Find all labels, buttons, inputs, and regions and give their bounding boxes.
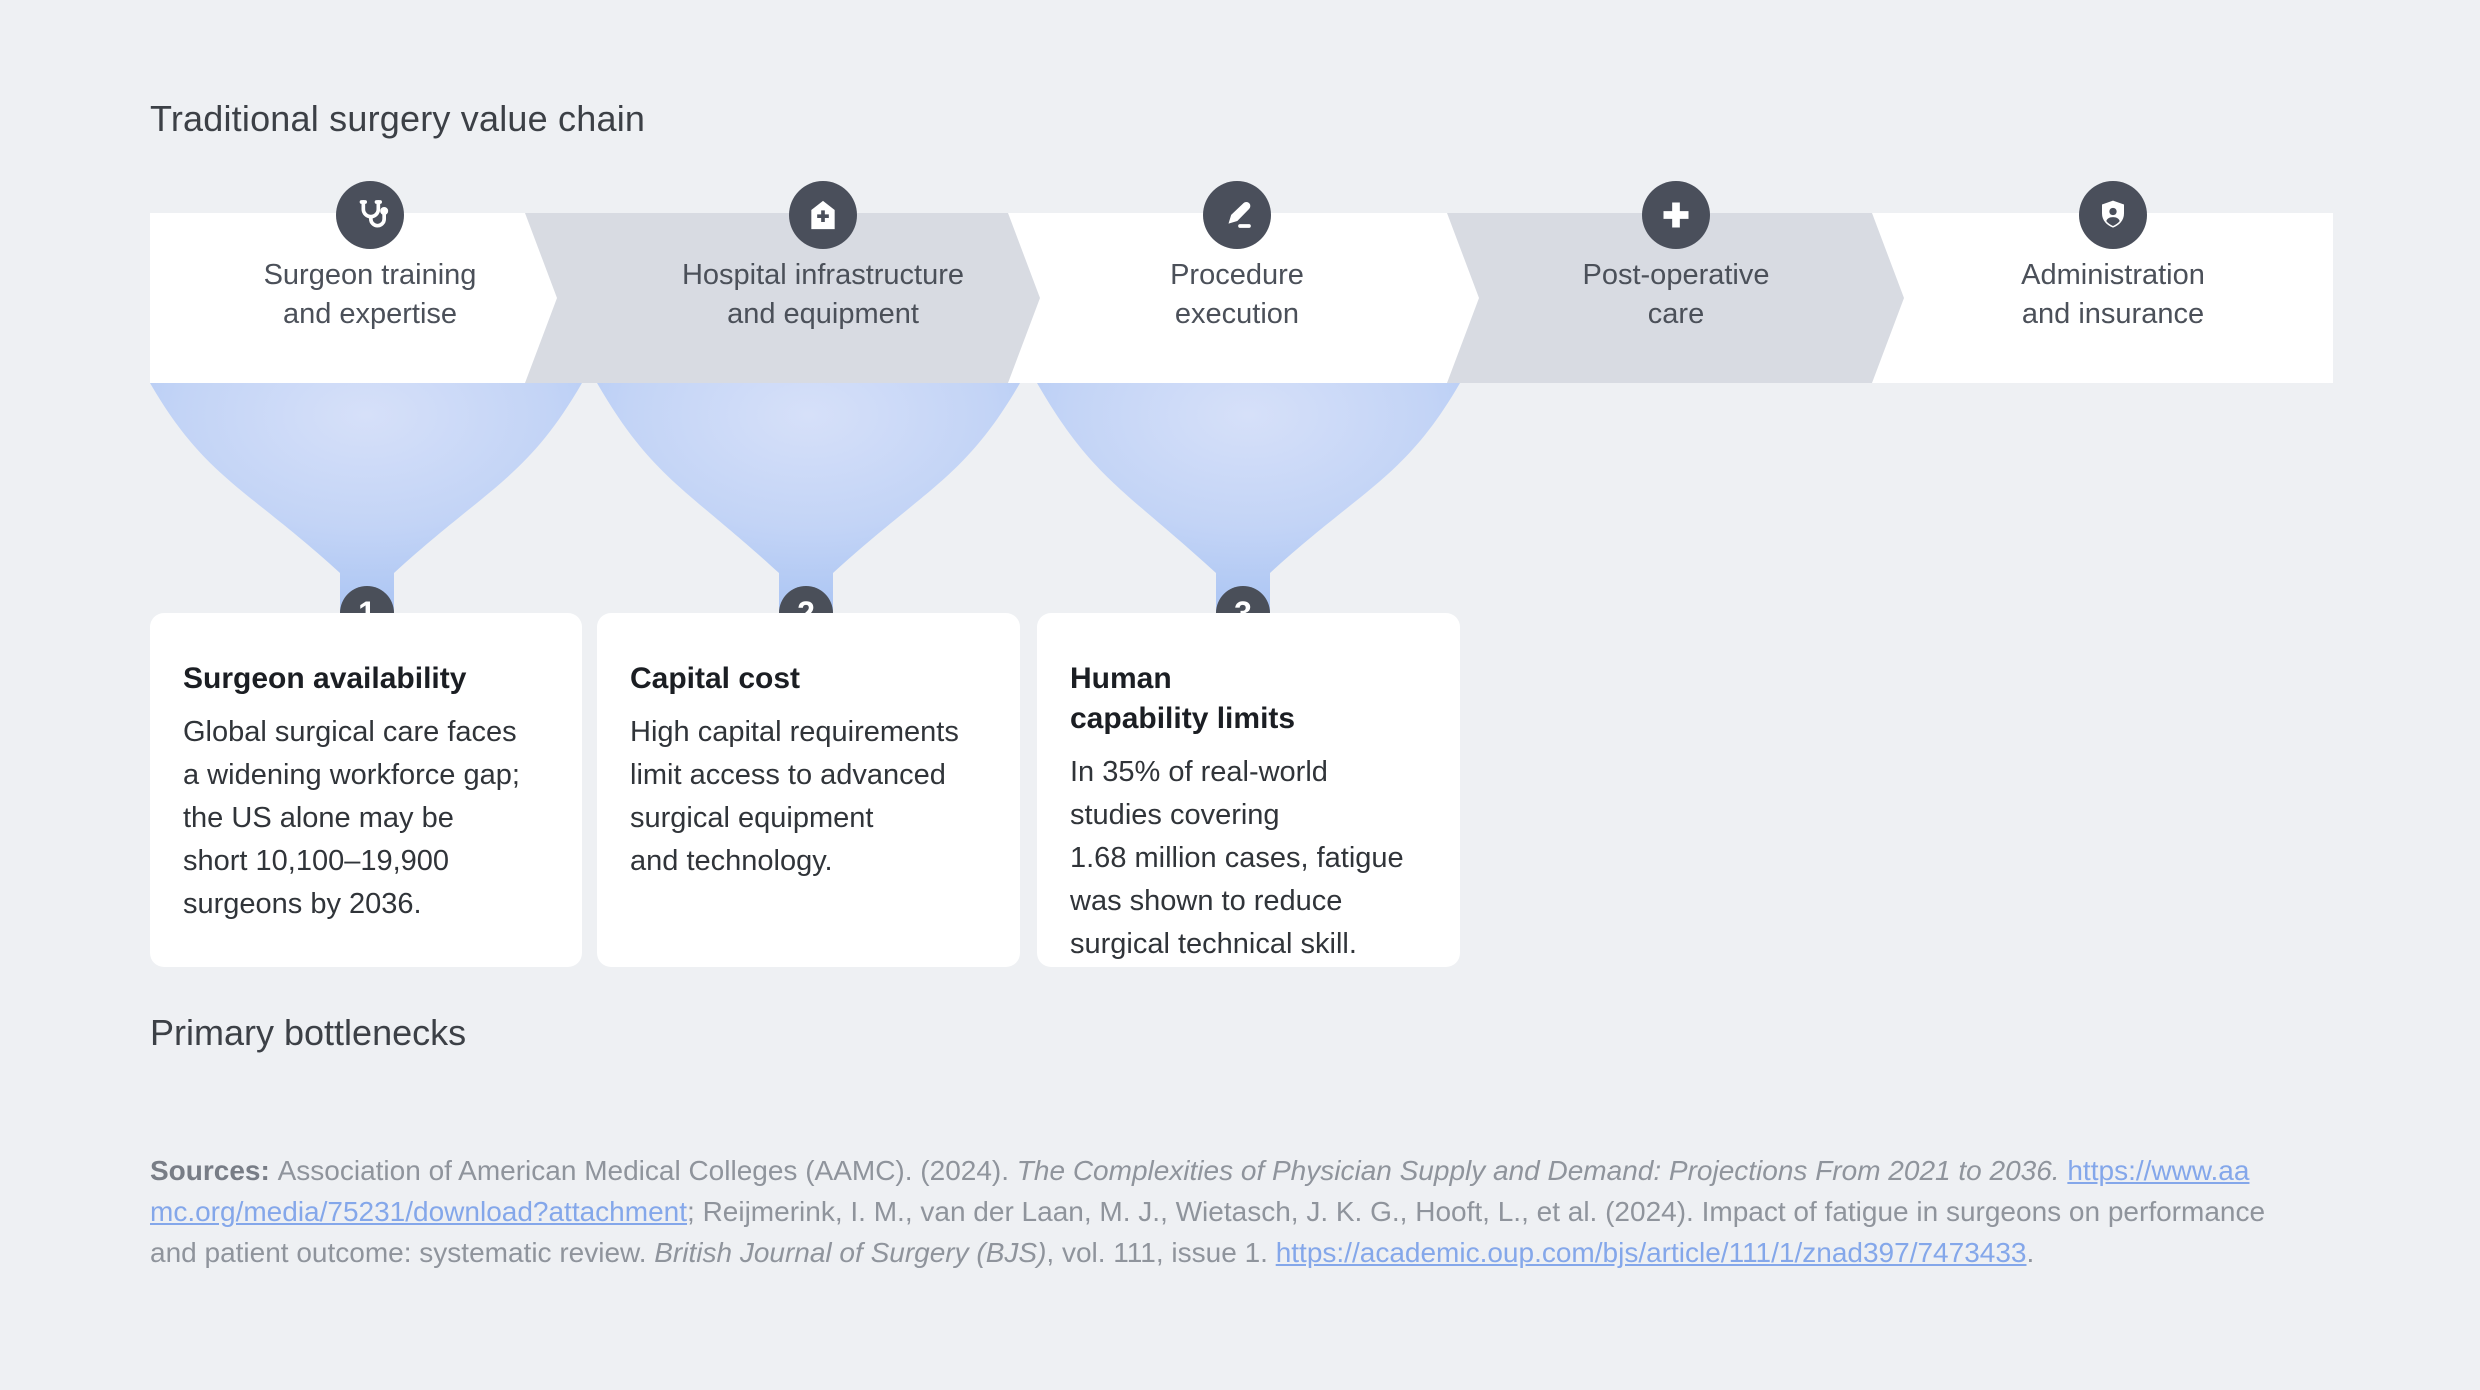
stethoscope-icon xyxy=(336,181,404,249)
stage-label-procedure-execution: Procedure execution xyxy=(1170,259,1304,330)
sources-label: Sources: xyxy=(150,1155,278,1186)
stage-label-administration-insurance: Administration and insurance xyxy=(2021,259,2205,330)
chevron-segment-3 xyxy=(1018,213,1469,383)
sources-paragraph: Sources: Association of American Medical… xyxy=(150,1150,2270,1273)
card-body: High capital requirements limit access t… xyxy=(630,716,959,877)
source-text: ; Reijmerink, I. M., van der Laan, M. J.… xyxy=(150,1196,2266,1268)
chevron-segment-5 xyxy=(1882,213,2333,383)
stage-label-hospital-infrastructure: Hospital infrastructure and equipment xyxy=(681,259,965,330)
card-title: Human capability limits xyxy=(1070,662,1296,735)
chevron-segment-4 xyxy=(1447,213,1904,383)
source-text: British Journal of Surgery (BJS) xyxy=(654,1237,1047,1268)
funnel-shape-2 xyxy=(597,383,1020,649)
card-title: Surgeon availability xyxy=(183,662,467,695)
chevron-segment-2 xyxy=(525,213,1040,383)
card-body: In 35% of real-world studies covering 1.… xyxy=(1070,756,1404,960)
funnel-shape-1 xyxy=(150,383,582,649)
stage-label-surgeon-training: Surgeon training and expertise xyxy=(263,259,477,330)
bottleneck-card-surgeon-availability: Surgeon availability Global surgical car… xyxy=(150,613,582,967)
bottleneck-funnels xyxy=(150,383,1460,649)
bottleneck-card-human-capability: Human capability limits In 35% of real-w… xyxy=(1037,613,1460,967)
page-title: Traditional surgery value chain xyxy=(150,98,646,139)
source-link[interactable]: https://academic.oup.com/bjs/article/111… xyxy=(1275,1237,2027,1268)
source-link[interactable]: https://www.aamc.org/media/75231/downloa… xyxy=(150,1155,2250,1227)
funnel-shape-3 xyxy=(1037,383,1460,649)
source-text: . xyxy=(2026,1237,2035,1268)
chevron-segment-1 xyxy=(150,213,547,383)
primary-bottlenecks-heading: Primary bottlenecks xyxy=(150,1012,467,1053)
card-body: Global surgical care faces a widening wo… xyxy=(183,716,520,920)
stage-label-post-operative-care: Post-operative care xyxy=(1582,259,1770,330)
source-text: , vol. 111, issue 1. xyxy=(1046,1237,1276,1268)
medical-cross-icon xyxy=(1642,181,1710,249)
source-text: The Complexities of Physician Supply and… xyxy=(1016,1155,2060,1186)
source-text: Association of American Medical Colleges… xyxy=(277,1155,1017,1186)
scalpel-icon xyxy=(1203,181,1271,249)
bottleneck-card-capital-cost: Capital cost High capital requirements l… xyxy=(597,613,1020,967)
shield-person-icon xyxy=(2079,181,2147,249)
hospital-icon xyxy=(789,181,857,249)
card-title: Capital cost xyxy=(630,662,801,695)
